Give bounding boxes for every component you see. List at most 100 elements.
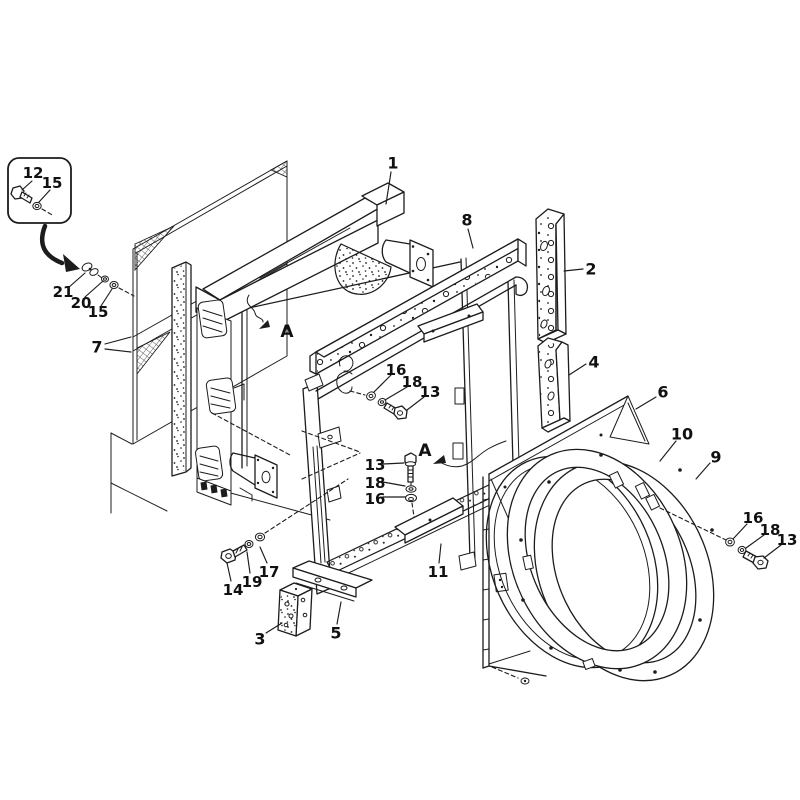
label-part-17: 17	[259, 547, 280, 581]
label-part-11: 11	[428, 544, 448, 581]
label-part-13r: 13	[764, 531, 797, 558]
washer-19	[245, 541, 253, 548]
label-text-part-18r: 18	[760, 521, 781, 539]
label-part-8: 8	[461, 211, 473, 249]
bolt-13-right	[743, 551, 768, 569]
label-text-part-17: 17	[259, 563, 280, 581]
label-text-part-16r: 16	[743, 509, 764, 527]
detail-arrow-a2	[433, 441, 506, 467]
beam-hook-slot	[339, 356, 352, 371]
detail-arrow-a1	[247, 295, 270, 329]
label-text-part-15b: 15	[88, 303, 109, 321]
label-text-part-13r: 13	[777, 531, 798, 549]
label-part-15a: 15	[39, 174, 62, 202]
washer-16-col	[406, 494, 417, 501]
label-text-part-18m: 18	[402, 373, 423, 391]
label-part-13m: 13	[407, 383, 440, 410]
core-mesh-disc	[335, 244, 391, 294]
label-text-part-16c: 16	[365, 490, 386, 508]
label-part-4: 4	[569, 353, 600, 376]
washer-18-col	[406, 486, 416, 492]
label-part-3: 3	[254, 623, 282, 649]
label-text-part-10: 10	[671, 425, 693, 444]
label-text-part-20: 20	[71, 294, 92, 312]
fastener-group-21-20-15	[81, 261, 134, 296]
label-part-5: 5	[330, 602, 341, 643]
label-text-part-13c: 13	[365, 456, 386, 474]
label-text-part-14: 14	[223, 581, 244, 599]
label-part-6: 6	[636, 383, 669, 410]
post-4	[538, 338, 570, 432]
inset-arrow	[42, 226, 80, 272]
labels-layer: 1824610916181371215212015A161813131816A1…	[22, 154, 797, 649]
label-text-detail-a1: A	[280, 322, 294, 342]
washer-17	[255, 533, 264, 541]
label-part-9: 9	[696, 448, 722, 480]
bolt-12	[11, 186, 32, 203]
label-part-12: 12	[22, 164, 43, 190]
screen-side-strip	[172, 262, 191, 476]
fastener-group-mid-16-18-13	[350, 390, 407, 419]
nut-15-inset	[33, 202, 41, 209]
frame-foot	[293, 561, 372, 601]
label-text-part-8: 8	[461, 211, 472, 230]
label-text-part-3: 3	[254, 630, 265, 649]
label-text-part-7: 7	[91, 338, 102, 357]
label-part-16r: 16	[733, 509, 763, 539]
cross-beam-8	[310, 239, 526, 393]
label-text-part-18c: 18	[365, 474, 386, 492]
label-text-part-16m: 16	[386, 361, 407, 379]
label-part-18m: 18	[385, 373, 422, 400]
washer-16-mid	[365, 390, 377, 401]
label-part-16c: 16	[365, 490, 405, 508]
label-detail-a1: A	[280, 322, 294, 342]
label-part-16m: 16	[374, 361, 406, 392]
label-part-18c: 18	[365, 474, 405, 492]
label-part-2: 2	[564, 260, 597, 279]
label-text-part-12: 12	[23, 164, 44, 182]
label-text-part-4: 4	[588, 353, 599, 372]
frame-side-tab	[318, 427, 341, 448]
label-part-7: 7	[91, 337, 131, 357]
bolt-13-mid	[384, 403, 407, 419]
label-text-part-6: 6	[657, 383, 668, 402]
bolt-13-col	[405, 453, 416, 482]
core-tab-lower	[453, 443, 463, 459]
shroud-hardware	[492, 508, 726, 684]
beam-plate	[418, 304, 483, 342]
mount-block-3	[278, 583, 312, 636]
outlet-flange-upper	[382, 240, 433, 287]
label-text-part-21: 21	[53, 283, 74, 301]
label-part-15b: 15	[88, 289, 112, 321]
label-part-19: 19	[242, 552, 263, 591]
fastener-group-14-19-17	[212, 413, 348, 563]
label-part-21: 21	[53, 273, 85, 301]
fastener-group-right-16-18-13	[726, 538, 768, 569]
label-part-14: 14	[223, 563, 244, 599]
label-part-10: 10	[660, 425, 693, 462]
clamp-21	[81, 261, 102, 278]
core-tab-upper	[455, 388, 464, 404]
shroud-corner-gusset	[610, 396, 649, 444]
label-part-13c: 13	[365, 456, 404, 474]
post-2	[536, 209, 566, 343]
label-text-part-19: 19	[242, 573, 263, 591]
radiator-side-column	[195, 299, 244, 505]
outlet-flange-lower	[230, 453, 277, 501]
label-text-detail-a2: A	[418, 441, 432, 461]
frame-top-hook	[305, 374, 323, 391]
label-text-part-13m: 13	[420, 383, 441, 401]
bracket-11	[395, 498, 463, 543]
label-text-part-9: 9	[710, 448, 721, 467]
label-part-20: 20	[71, 281, 103, 312]
label-text-part-1: 1	[387, 154, 398, 173]
label-detail-a2: A	[418, 441, 432, 461]
radiator-assembly	[195, 183, 476, 570]
label-text-part-2: 2	[585, 260, 596, 279]
label-text-part-5: 5	[330, 624, 341, 643]
label-part-1: 1	[386, 154, 399, 205]
inset-detail-box	[8, 158, 71, 223]
bolt-14	[221, 545, 247, 563]
